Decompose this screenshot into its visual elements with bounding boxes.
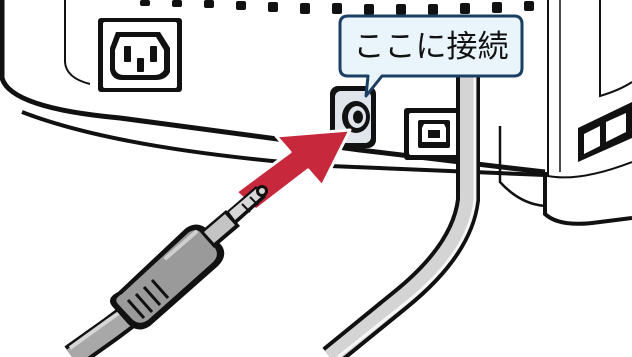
power-inlet-icon [98,18,182,92]
side-ports [578,102,632,162]
callout-text: ここに接続 [354,29,509,65]
callout-bubble: ここに接続 [338,14,524,98]
vent-slots [140,0,534,15]
device-body [0,0,632,226]
usb-b-port-icon [404,108,462,160]
usb-cable [322,40,480,357]
audio-plug [64,185,268,357]
